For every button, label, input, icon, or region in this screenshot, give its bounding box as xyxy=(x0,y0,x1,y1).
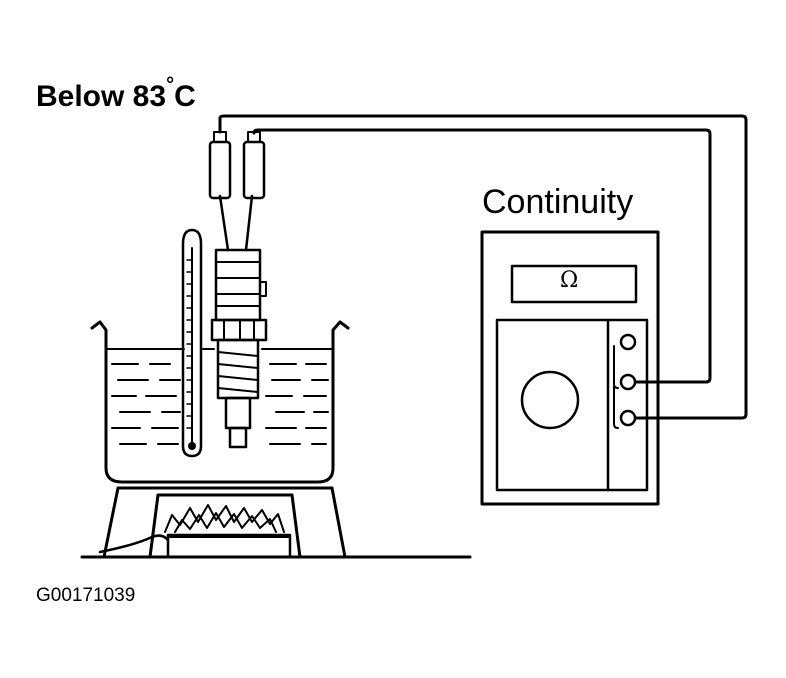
burner xyxy=(98,533,292,559)
figure-id: G00171039 xyxy=(36,585,136,606)
terminal-middle xyxy=(619,373,637,391)
test-wires xyxy=(218,114,748,420)
burner-stand xyxy=(80,486,472,559)
temperature-text: Below 83 xyxy=(36,80,167,113)
water-pot xyxy=(90,320,350,484)
thermo-switch xyxy=(210,248,268,449)
temperature-condition-label: Below 83°C xyxy=(36,74,196,114)
water xyxy=(105,348,334,445)
terminal-top xyxy=(619,333,637,351)
flames xyxy=(164,504,285,533)
left-probe xyxy=(208,131,232,200)
ohm-display: Ω xyxy=(560,268,579,293)
degree-symbol: ° xyxy=(166,74,175,96)
thermometer xyxy=(181,228,203,458)
continuity-label: Continuity xyxy=(482,183,634,221)
right-probe xyxy=(242,131,266,200)
ohmmeter xyxy=(480,230,660,506)
probe-leads xyxy=(218,194,254,252)
temperature-unit: C xyxy=(174,80,196,113)
terminal-bottom xyxy=(619,409,637,427)
